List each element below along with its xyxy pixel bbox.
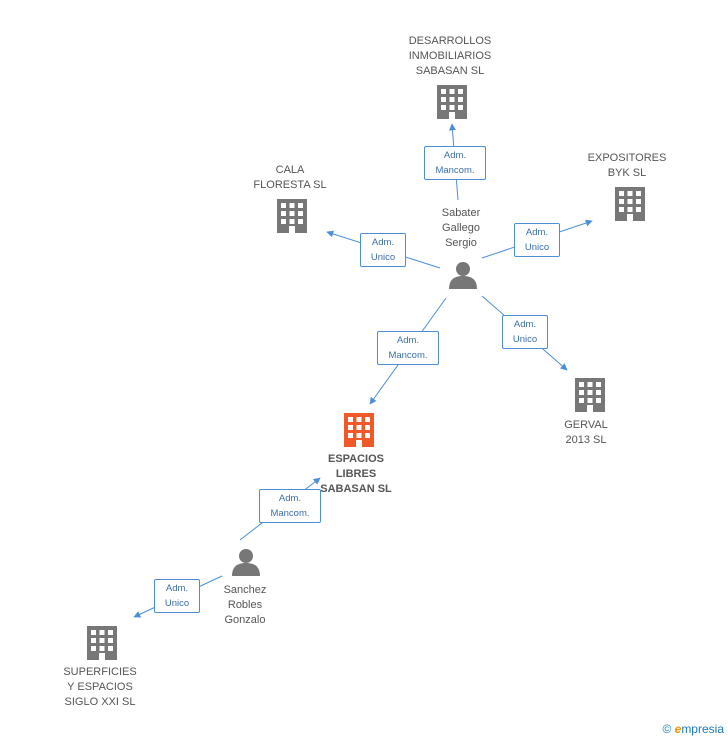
relation-badge[interactable]: Adm. Unico [360, 233, 406, 267]
person-icon-sabater [449, 262, 477, 289]
node-expositores[interactable]: EXPOSITORES BYK SL [587, 152, 667, 179]
node-gerval[interactable]: GERVAL 2013 SL [564, 419, 608, 446]
relation-badge[interactable]: Adm. Mancom. [424, 146, 486, 180]
relation-badge[interactable]: Adm. Unico [502, 315, 548, 349]
relation-badge[interactable]: Adm. Unico [154, 579, 200, 613]
building-icon-espacios [344, 413, 374, 447]
relation-badge[interactable]: Adm. Mancom. [377, 331, 439, 365]
copyright-icon: © [662, 722, 672, 736]
relation-badge[interactable]: Adm. Unico [514, 223, 560, 257]
node-sanchez[interactable]: Sanchez Robles Gonzalo [223, 584, 267, 626]
building-icon-expositores [615, 187, 645, 221]
person-icon-sanchez [232, 549, 260, 576]
building-icon-desarrollos [437, 85, 467, 119]
building-icon-cala [277, 199, 307, 233]
building-icon-superficies [87, 626, 117, 660]
empresia-logo-e: e [674, 722, 682, 736]
node-superficies[interactable]: SUPERFICIES Y ESPACIOS SIGLO XXI SL [63, 666, 137, 708]
empresia-credit[interactable]: © empresia [662, 722, 724, 736]
node-sabater[interactable]: Sabater Gallego Sergio [441, 207, 481, 249]
relation-badge[interactable]: Adm. Mancom. [259, 489, 321, 523]
building-icon-gerval [575, 378, 605, 412]
empresia-logo-text: mpresia [681, 722, 724, 736]
node-desarrollos[interactable]: DESARROLLOS INMOBILIARIOS SABASAN SL [408, 35, 492, 77]
node-cala[interactable]: CALA FLORESTA SL [253, 164, 327, 191]
node-espacios[interactable]: ESPACIOS LIBRES SABASAN SL [320, 453, 392, 495]
